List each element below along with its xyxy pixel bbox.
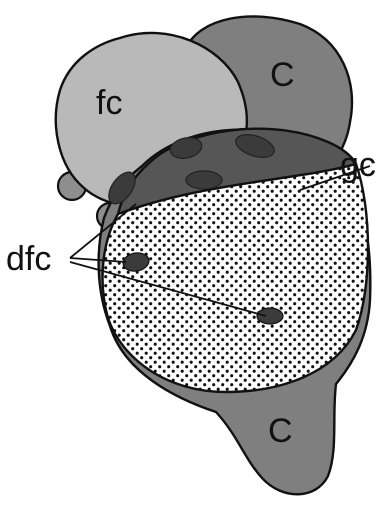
dfc-nucleus-3 — [186, 171, 222, 189]
label-fc: fc — [96, 84, 122, 122]
label-c-top: C — [270, 56, 295, 94]
label-gc: gc — [340, 146, 376, 184]
dfc-nucleus-in-gc-2 — [257, 308, 283, 324]
label-c-bottom: C — [268, 412, 293, 450]
label-dfc: dfc — [6, 240, 51, 278]
